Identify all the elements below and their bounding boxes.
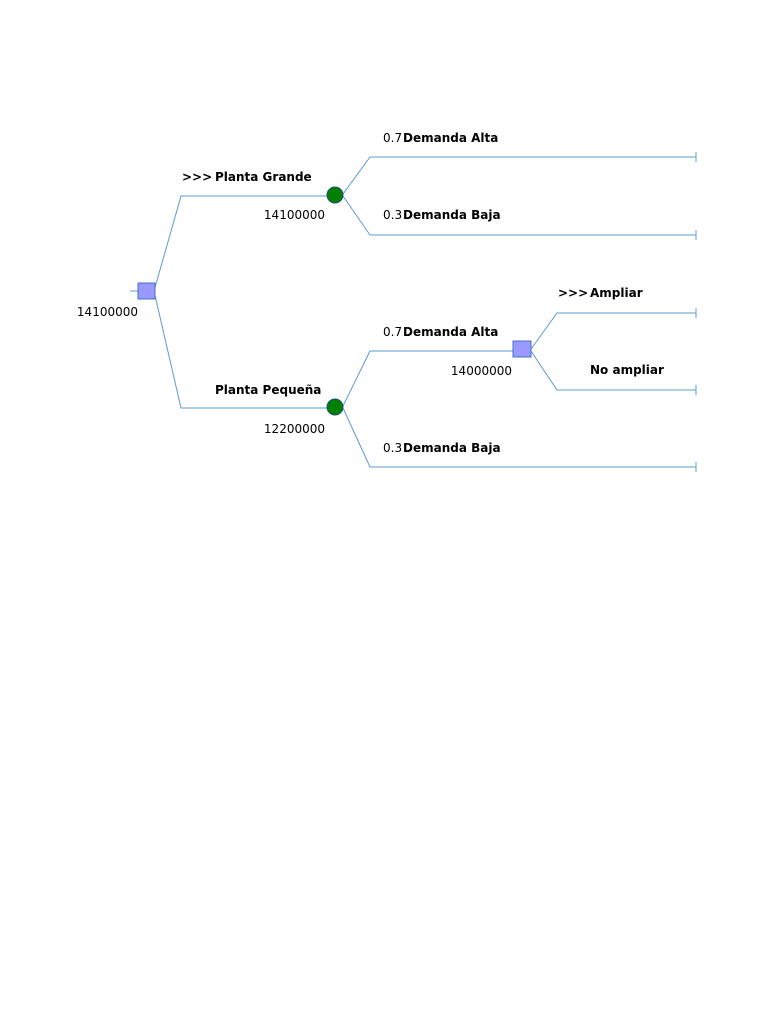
pequena-alta-label: Demanda Alta bbox=[403, 325, 499, 339]
ampliar-marker: >>> bbox=[558, 286, 589, 300]
grande-alta-label: Demanda Alta bbox=[403, 131, 499, 145]
branch-planta-pequena bbox=[153, 290, 327, 409]
branch-no-ampliar bbox=[530, 350, 696, 391]
branch-pequena-demanda-baja bbox=[342, 407, 696, 468]
grande-chance-node bbox=[326, 186, 344, 204]
planta-pequena-label: Planta Pequeña bbox=[215, 383, 322, 397]
grande-alta-prob: 0.7 bbox=[383, 131, 403, 145]
ampliar-decision-value: 14000000 bbox=[450, 364, 512, 378]
branch-grande-demanda-baja bbox=[342, 195, 696, 236]
branch-pequena-demanda-alta bbox=[342, 350, 513, 407]
pequena-alta-prob: 0.7 bbox=[383, 325, 403, 339]
grande-baja-label: Demanda Baja bbox=[403, 208, 501, 222]
root-value: 14100000 bbox=[76, 305, 138, 319]
planta-grande-value: 14100000 bbox=[263, 208, 325, 222]
branch-grande-demanda-alta bbox=[342, 156, 696, 195]
pequena-baja-prob: 0.3 bbox=[383, 441, 403, 455]
pequena-chance-node bbox=[326, 398, 344, 416]
no-ampliar-label: No ampliar bbox=[590, 363, 664, 377]
ampliar-decision-node bbox=[512, 340, 532, 358]
ampliar-label: Ampliar bbox=[590, 286, 643, 300]
branch-ampliar bbox=[530, 312, 696, 350]
planta-grande-label: Planta Grande bbox=[215, 170, 312, 184]
branch-planta-grande bbox=[153, 195, 327, 292]
pequena-baja-label: Demanda Baja bbox=[403, 441, 501, 455]
planta-grande-marker: >>> bbox=[182, 170, 213, 184]
grande-baja-prob: 0.3 bbox=[383, 208, 403, 222]
root-decision-node bbox=[137, 282, 156, 300]
planta-pequena-value: 12200000 bbox=[263, 422, 325, 436]
